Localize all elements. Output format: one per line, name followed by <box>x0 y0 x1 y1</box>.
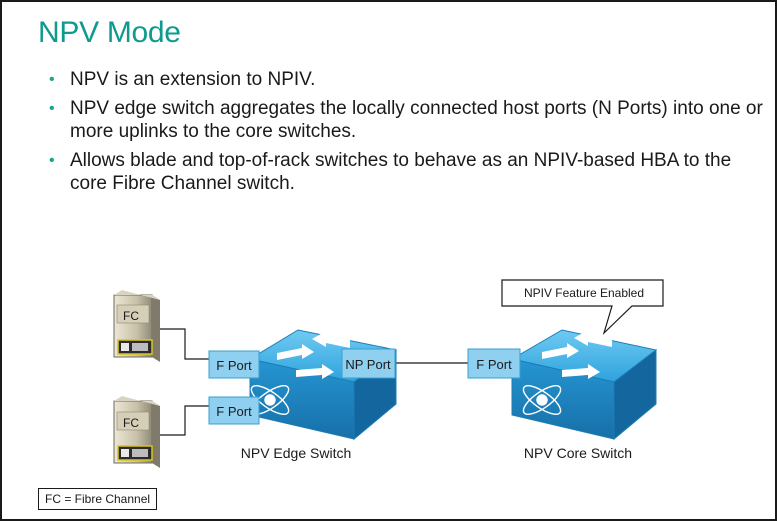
fc-host-server-1: FC <box>113 290 160 362</box>
npiv-callout: NPIV Feature Enabled <box>501 279 664 336</box>
edge-np-port: NP Port <box>341 348 396 379</box>
switch-arrows-icon <box>542 330 612 379</box>
npv-edge-switch <box>248 329 398 441</box>
host-label: FC <box>123 416 139 430</box>
edge-switch-caption: NPV Edge Switch <box>241 445 352 461</box>
core-switch-caption: NPV Core Switch <box>524 445 632 461</box>
bullet-text: NPV is an extension to NPIV. <box>70 69 316 90</box>
core-f-port: F Port <box>467 348 521 379</box>
slide-title: NPV Mode <box>38 16 181 49</box>
switch-emblem-icon <box>250 385 290 415</box>
edge-f-port-2: F Port <box>208 396 260 425</box>
fc-legend: FC = Fibre Channel <box>38 488 158 510</box>
bullet-text: NPV edge switch aggregates the locally c… <box>70 98 763 142</box>
switch-emblem-icon <box>522 385 562 415</box>
npv-core-switch <box>510 329 658 441</box>
bullet-item: • Allows blade and top-of-rack switches … <box>46 149 766 195</box>
callout-text: NPIV Feature Enabled <box>524 286 644 300</box>
bullet-dot-icon: • <box>49 100 55 117</box>
bullet-text: Allows blade and top-of-rack switches to… <box>70 150 732 194</box>
host2-link <box>160 405 209 436</box>
bullet-list: • NPV is an extension to NPIV. • NPV edg… <box>46 68 766 201</box>
edge-f-port-1: F Port <box>208 350 260 379</box>
bullet-dot-icon: • <box>49 152 55 169</box>
fc-host-server-2: FC <box>113 396 160 468</box>
switch-arrows-icon <box>277 331 350 379</box>
link-lines <box>160 328 468 436</box>
host-label: FC <box>123 309 139 323</box>
port-label: F Port <box>476 357 512 372</box>
bullet-item: • NPV is an extension to NPIV. <box>46 68 766 91</box>
host1-link <box>160 328 209 360</box>
port-label: NP Port <box>345 357 391 372</box>
bullet-dot-icon: • <box>49 71 55 88</box>
port-label: F Port <box>216 358 252 373</box>
bullet-item: • NPV edge switch aggregates the locally… <box>46 97 766 143</box>
port-label: F Port <box>216 404 252 419</box>
